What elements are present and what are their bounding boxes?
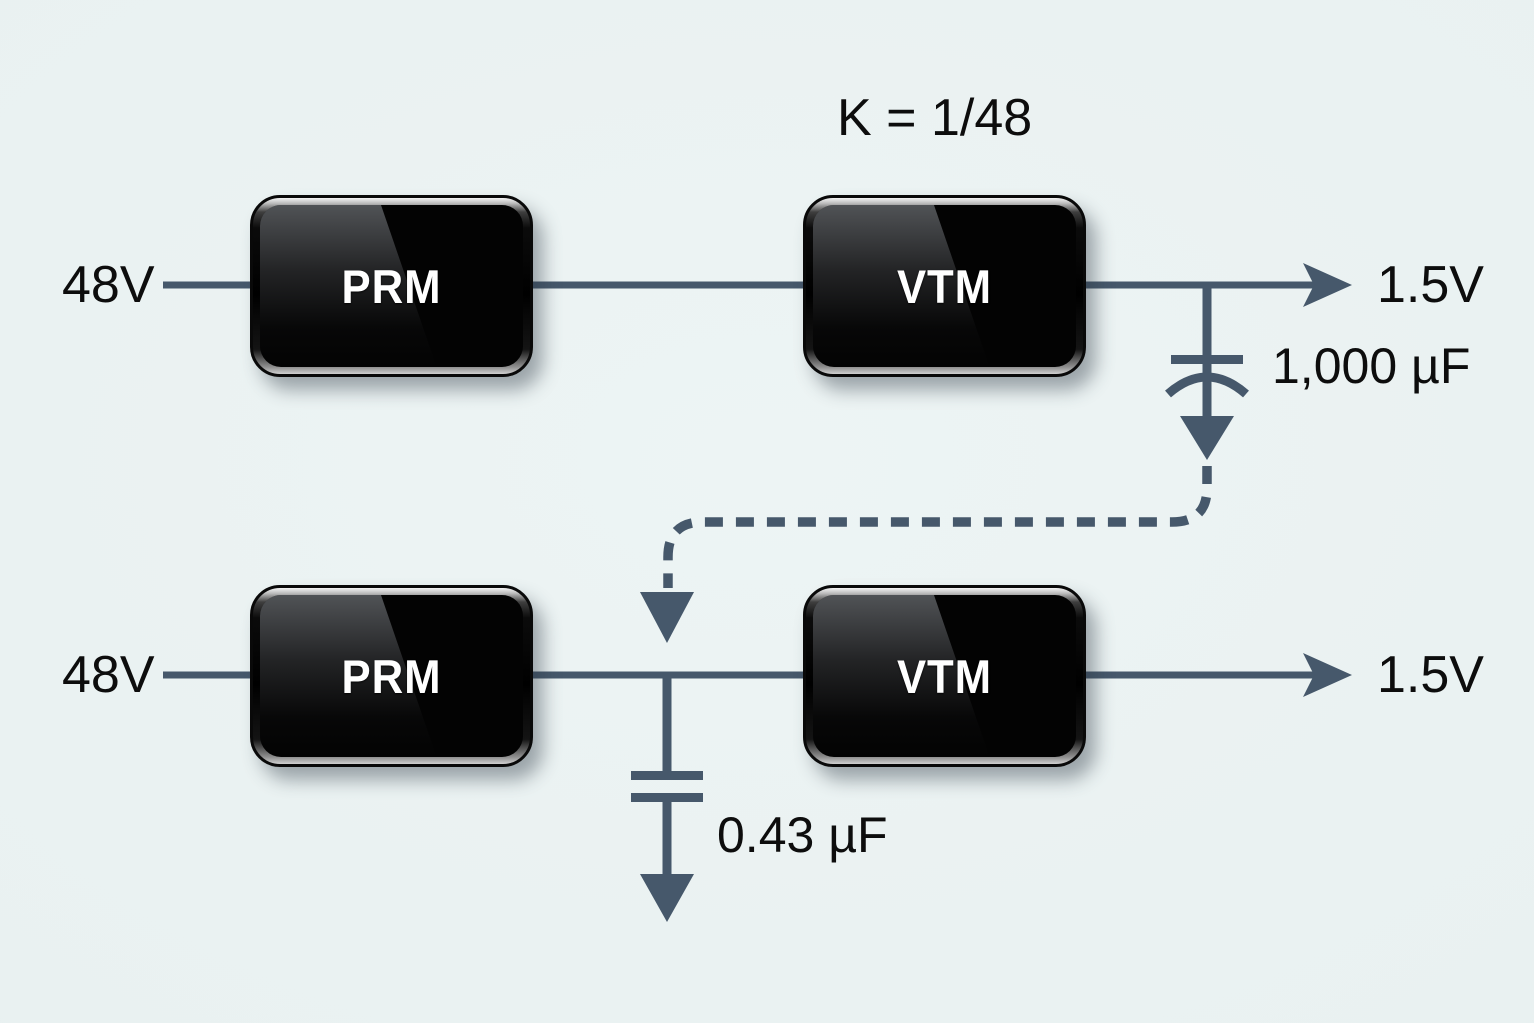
bottom-cap-plate-top (631, 771, 703, 780)
bottom-output-voltage-label: 1.5V (1377, 646, 1484, 704)
relocate-arrowhead-icon (640, 592, 694, 643)
top-output-voltage-label: 1.5V (1377, 256, 1484, 314)
bottom-vtm-module: VTM (803, 585, 1086, 767)
top-prm-label: PRM (341, 259, 442, 313)
bottom-cap-plate-bottom (631, 793, 703, 802)
bottom-ground-arrowhead-icon (640, 874, 694, 922)
top-vtm-module: VTM (803, 195, 1086, 377)
top-cap-curved-plate (1165, 372, 1249, 398)
top-cap-value-label: 1,000 µF (1272, 338, 1471, 394)
top-input-voltage-label: 48V (62, 256, 155, 314)
module-glass-face (260, 595, 523, 757)
bottom-output-arrowhead-icon (1303, 653, 1352, 697)
bottom-cap-value-label: 0.43 µF (717, 807, 888, 863)
top-vtm-label: VTM (896, 259, 993, 313)
bottom-vtm-label: VTM (896, 649, 993, 703)
k-ratio-label: K = 1/48 (837, 89, 1033, 147)
top-output-arrowhead-icon (1303, 263, 1352, 307)
module-glass-face (813, 595, 1076, 757)
bottom-input-voltage-label: 48V (62, 646, 155, 704)
top-cap-flat-plate (1171, 355, 1243, 364)
bottom-prm-label: PRM (341, 649, 442, 703)
module-glass-face (813, 205, 1076, 367)
top-cap-down-arrowhead-icon (1180, 416, 1234, 460)
bottom-prm-module: PRM (250, 585, 533, 767)
top-prm-module: PRM (250, 195, 533, 377)
module-glass-face (260, 205, 523, 367)
relocate-dashed-path (663, 466, 1212, 588)
